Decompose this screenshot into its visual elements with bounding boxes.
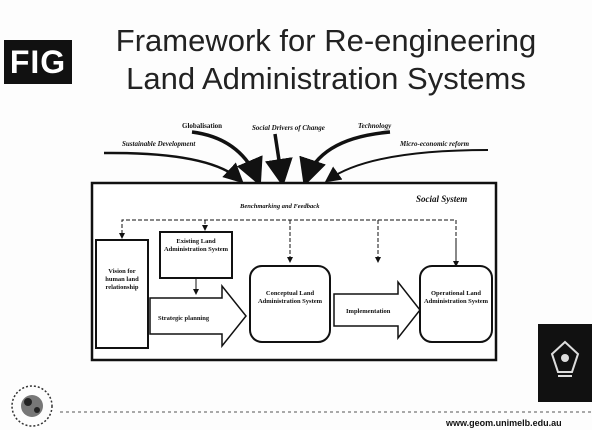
- arrow-micro-economic: [324, 149, 489, 183]
- strategic-planning-label: Strategic planning: [158, 315, 210, 322]
- existing-las-box: [159, 231, 233, 279]
- operational-text-wrap: Operational Land Administration System: [423, 290, 489, 305]
- title-line-1: Framework for Re-engineering: [115, 23, 537, 58]
- implementation-arrow: [333, 279, 421, 341]
- input-globalisation: Globalisation: [182, 122, 222, 130]
- slide-title: Framework for Re-engineering Land Admini…: [86, 22, 566, 98]
- feedback-line: [119, 219, 457, 266]
- social-system-label: Social System: [416, 194, 467, 204]
- conceptual-label: Conceptual Land Administration System: [257, 290, 323, 305]
- title-line-2: Land Administration Systems: [126, 61, 526, 96]
- feedback-label: Benchmarking and Feedback: [239, 203, 320, 210]
- input-sustainable-development: Sustainable Development: [122, 140, 196, 148]
- implementation-label: Implementation: [346, 308, 391, 315]
- conceptual-las-box: [249, 265, 331, 343]
- operational-label: Operational Land Administration System: [423, 290, 489, 305]
- university-emblem-icon: [538, 324, 592, 402]
- vision-text-wrap: Vision for human land relationship: [105, 268, 139, 291]
- arrow-social-drivers: [265, 133, 293, 187]
- existing-text-wrap: Existing Land Administration System: [163, 238, 229, 253]
- arrow-technology: [299, 130, 391, 187]
- arrow-sustainable: [103, 151, 244, 184]
- seal-icon: [11, 385, 53, 427]
- input-micro-economic-reform: Micro-economic reform: [399, 140, 470, 148]
- strategic-planning-arrow: [149, 283, 247, 349]
- conceptual-text-wrap: Conceptual Land Administration System: [257, 290, 323, 305]
- fig-logo: FIG: [4, 40, 72, 84]
- vision-box: [95, 239, 149, 349]
- input-social-drivers: Social Drivers of Change: [252, 124, 325, 132]
- input-technology: Technology: [358, 122, 392, 130]
- operational-las-box: [419, 265, 493, 343]
- vision-label: Vision for human land relationship: [105, 268, 139, 291]
- arrow-globalisation: [191, 130, 263, 187]
- fig-logo-text: FIG: [9, 43, 67, 80]
- existing-label: Existing Land Administration System: [163, 238, 229, 253]
- footer-url: www.geom.unimelb.edu.au: [446, 418, 562, 428]
